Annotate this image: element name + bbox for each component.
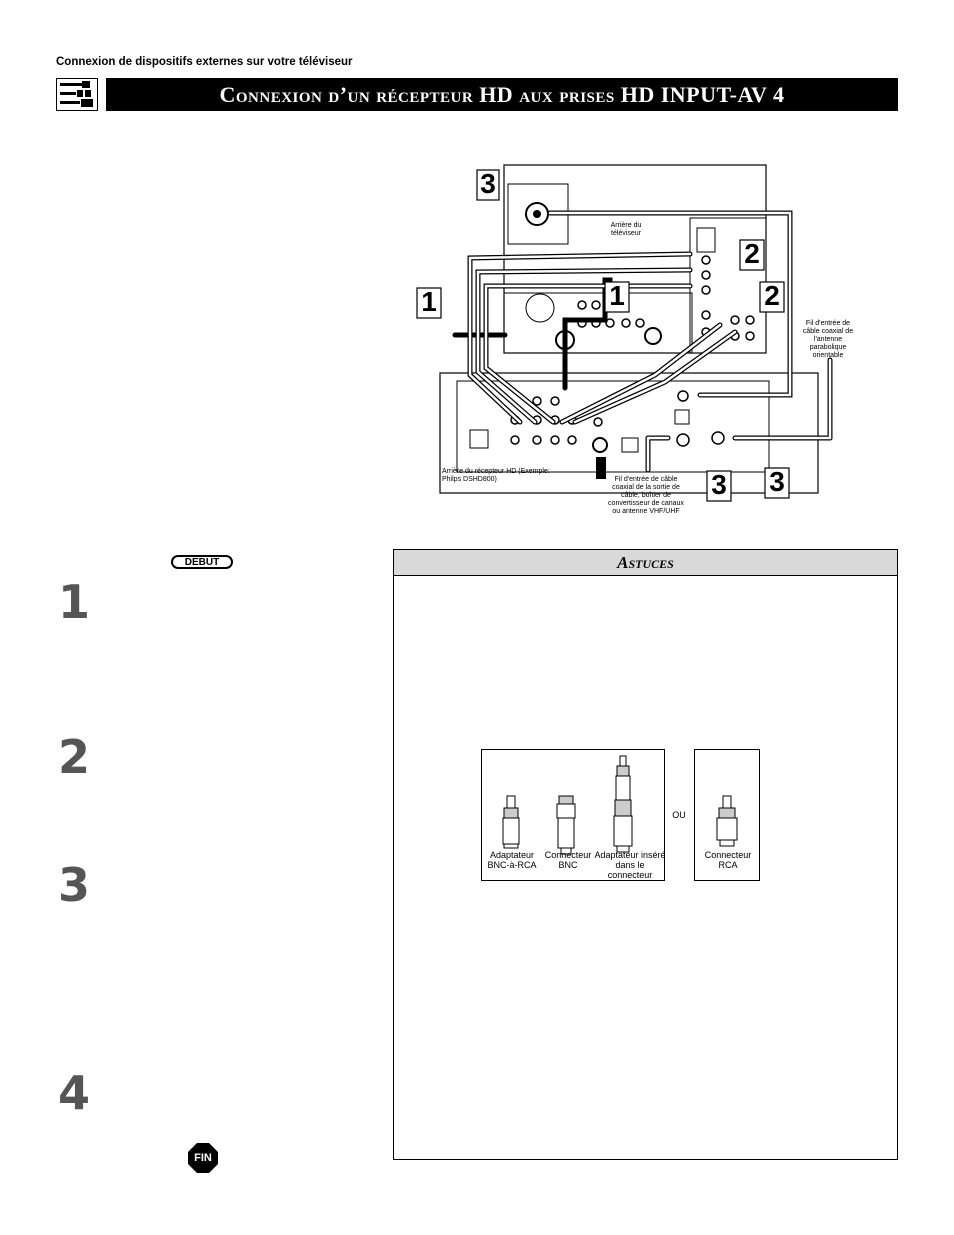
or-label: OU xyxy=(672,810,686,820)
rca-connector-box: Connecteur RCA xyxy=(694,749,760,881)
tips-heading: Astuces xyxy=(394,550,897,576)
connector-bnc-label: Connecteur BNC xyxy=(544,850,592,870)
step-number: 1 xyxy=(58,575,91,629)
bnc-connectors-box: Adaptateur BNC-à-RCA Connecteur BNC Adap… xyxy=(481,749,666,881)
callout-1: 1 xyxy=(421,286,437,317)
step-number: 4 xyxy=(58,1066,91,1120)
connector-rca-label: Connecteur RCA xyxy=(704,850,752,870)
connection-diagram: 3 2 1 1 2 3 3 Arrière du téléviseur Fil … xyxy=(400,160,860,525)
callout-3: 3 xyxy=(769,466,785,497)
callout-2: 2 xyxy=(764,280,780,311)
step-number: 2 xyxy=(58,730,91,784)
start-badge: DEBUT xyxy=(171,555,233,569)
callout-1: 1 xyxy=(609,280,625,311)
section-label: Connexion de dispositifs externes sur vo… xyxy=(56,56,353,68)
end-badge: FIN xyxy=(188,1143,218,1173)
callout-3: 3 xyxy=(711,469,727,500)
tv-back-label: Arrière du téléviseur xyxy=(610,222,642,237)
tips-panel: Astuces xyxy=(393,549,898,1160)
dish-cable-label: Fil d'entrée de câble coaxial de l'anten… xyxy=(802,320,854,359)
adapter-bnc-rca-label: Adaptateur BNC-à-RCA xyxy=(487,850,537,870)
callout-3: 3 xyxy=(480,168,496,199)
step-number: 3 xyxy=(58,858,91,912)
connection-icon xyxy=(56,78,98,111)
adapter-inserted-label: Adaptateur inséré dans le connecteur xyxy=(594,850,666,880)
receiver-back-label: Arrière du récepteur HD (Exemple: Philps… xyxy=(442,468,550,483)
cable-input-label: Fil d'entrée de câble coaxial de la sort… xyxy=(608,476,684,515)
page-title: Connexion d’un récepteur HD aux prises H… xyxy=(106,78,898,111)
callout-2: 2 xyxy=(744,238,760,269)
